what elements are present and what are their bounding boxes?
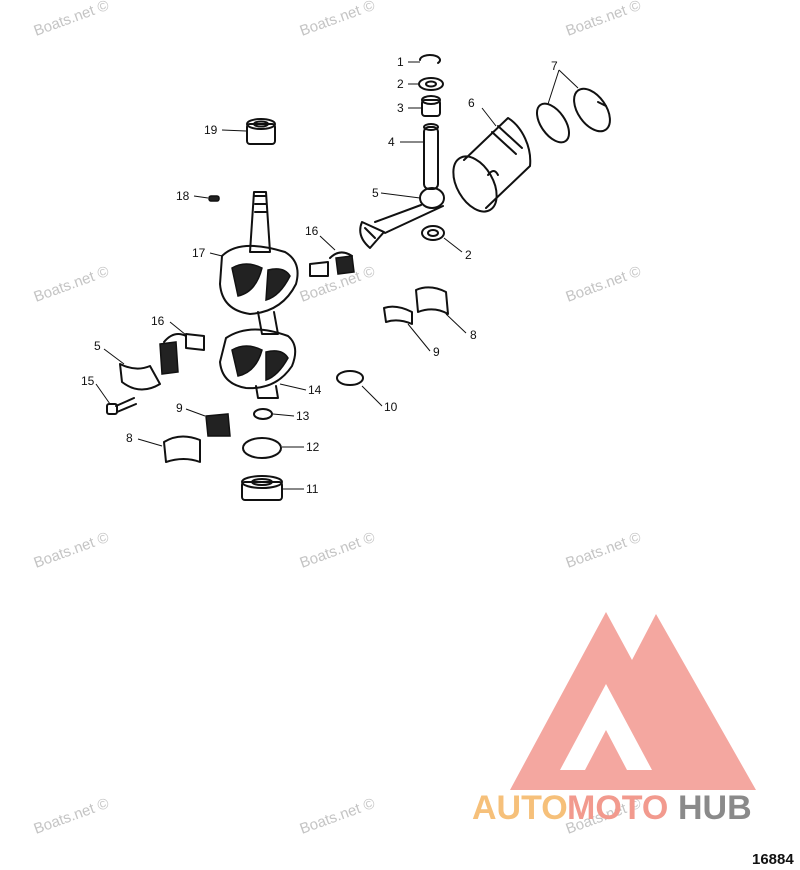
callout-12: 12 — [306, 440, 320, 454]
callout-2: 2 — [397, 77, 404, 91]
callout-6: 6 — [468, 96, 475, 110]
leader-lines — [95, 61, 579, 490]
roller-bearing-part — [159, 333, 205, 375]
callout-16: 16 — [305, 224, 319, 238]
piston-pin-part — [423, 123, 439, 190]
piston-part — [452, 117, 532, 213]
dowel-pin-part — [208, 195, 220, 202]
bearing-half-part — [205, 413, 231, 437]
cap-bolt-part — [106, 397, 137, 415]
washer-part — [418, 77, 444, 91]
callout-9: 9 — [433, 345, 440, 359]
parts-layer — [106, 54, 611, 501]
watermark: Boats.net © — [32, 795, 112, 838]
callout-19: 19 — [204, 123, 218, 137]
crankshaft-part — [219, 191, 299, 399]
callout-labels: 1 2 3 4 5 6 7 2 19 18 17 16 16 5 15 9 8 … — [81, 55, 558, 496]
callout-13: 13 — [296, 409, 310, 423]
callout-18: 18 — [176, 189, 190, 203]
needle-bearing-part — [421, 95, 441, 117]
piston-rings-part — [536, 87, 611, 144]
watermark: Boats.net © — [564, 263, 644, 306]
callout-16: 16 — [151, 314, 165, 328]
callout-10: 10 — [384, 400, 398, 414]
callout-17: 17 — [192, 246, 206, 260]
callout-7: 7 — [551, 59, 558, 73]
watermark: Boats.net © — [564, 529, 644, 572]
callout-14: 14 — [308, 383, 322, 397]
lock-ring-part — [336, 370, 364, 386]
o-ring-part — [242, 437, 282, 459]
callout-5: 5 — [372, 186, 379, 200]
logo-word-hub: HUB — [678, 789, 752, 827]
diagram-number: 16884 — [752, 851, 794, 868]
lower-seal-part — [241, 475, 283, 501]
retaining-ring-part — [419, 54, 441, 64]
roller-bearing-part — [309, 251, 355, 277]
bearing-cage-part — [163, 435, 201, 463]
washer-part — [421, 225, 445, 241]
bearing-cage-part — [415, 286, 449, 315]
callout-1: 1 — [397, 55, 404, 69]
watermark: Boats.net © — [298, 529, 378, 572]
watermark-layer: Boats.net © Boats.net © Boats.net © Boat… — [32, 0, 644, 838]
logo-word-moto: MOTO — [567, 789, 668, 827]
callout-8: 8 — [126, 431, 133, 445]
callout-11: 11 — [306, 482, 319, 496]
rod-cap-part — [119, 363, 161, 391]
callout-5: 5 — [94, 339, 101, 353]
connecting-rod-part — [359, 187, 445, 249]
watermark: Boats.net © — [298, 795, 378, 838]
callout-9: 9 — [176, 401, 183, 415]
watermark: Boats.net © — [298, 0, 378, 40]
logo-mark-icon — [510, 612, 756, 790]
callout-2: 2 — [465, 248, 472, 262]
callout-15: 15 — [81, 374, 95, 388]
logo-word-auto: AUTO — [472, 789, 568, 827]
watermark: Boats.net © — [32, 529, 112, 572]
watermark: Boats.net © — [32, 0, 112, 40]
callout-4: 4 — [388, 135, 395, 149]
watermark: Boats.net © — [32, 263, 112, 306]
bearing-half-part — [383, 305, 413, 325]
o-ring-small-part — [253, 408, 273, 420]
automotohub-logo: AUTO MOTO HUB — [472, 612, 756, 827]
callout-3: 3 — [397, 101, 404, 115]
callout-8: 8 — [470, 328, 477, 342]
oil-seal-part — [246, 118, 276, 145]
watermark: Boats.net © — [564, 0, 644, 40]
